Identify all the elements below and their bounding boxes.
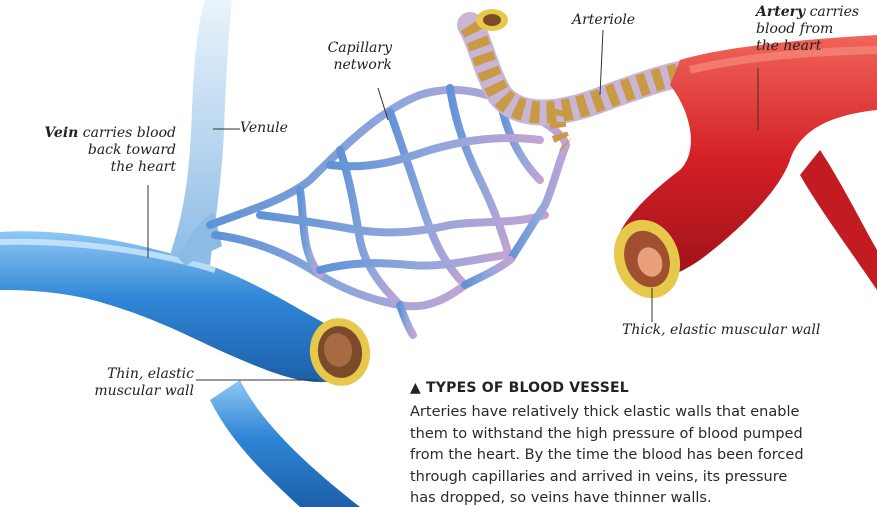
- caption-title-text: TYPES OF BLOOD VESSEL: [426, 380, 629, 396]
- label-thin-wall: Thin, elastic muscular wall: [60, 366, 194, 400]
- vein-term: Vein: [44, 125, 78, 141]
- caption-line-3: from the heart. By the time the blood ha…: [410, 445, 877, 467]
- thin-wall-line-1: Thin, elastic: [60, 366, 194, 383]
- caption-line-2: them to withstand the high pressure of b…: [410, 424, 877, 446]
- caption-body: Arteries have relatively thick elastic w…: [410, 402, 877, 507]
- capillary-line-1: Capillary: [300, 40, 392, 57]
- label-arteriole: Arteriole: [572, 12, 635, 29]
- vein-line-1: Vein carries blood: [0, 125, 176, 142]
- caption-title: ▲ TYPES OF BLOOD VESSEL: [410, 380, 629, 396]
- triangle-icon: ▲: [410, 380, 421, 396]
- vein-rest: carries blood: [78, 125, 176, 141]
- artery-term: Artery: [756, 4, 805, 20]
- label-capillary-network: Capillary network: [300, 40, 392, 74]
- capillary-line-2: network: [300, 57, 392, 74]
- label-venule: Venule: [240, 120, 288, 137]
- artery-rest: carries: [805, 4, 859, 20]
- artery-line-2: blood from: [756, 21, 859, 38]
- caption-line-5: has dropped, so veins have thinner walls…: [410, 488, 877, 507]
- artery-line-3: the heart: [756, 38, 859, 55]
- caption-line-1: Arteries have relatively thick elastic w…: [410, 402, 877, 424]
- label-vein: Vein carries blood back toward the heart: [0, 125, 176, 176]
- artery-line-1: Artery carries: [756, 4, 859, 21]
- vein-line-3: the heart: [0, 159, 176, 176]
- thin-wall-line-2: muscular wall: [60, 383, 194, 400]
- label-thick-wall: Thick, elastic muscular wall: [622, 322, 820, 339]
- label-artery: Artery carries blood from the heart: [756, 4, 859, 55]
- caption-line-4: through capillaries and arrived in veins…: [410, 467, 877, 489]
- vein-line-2: back toward: [0, 142, 176, 159]
